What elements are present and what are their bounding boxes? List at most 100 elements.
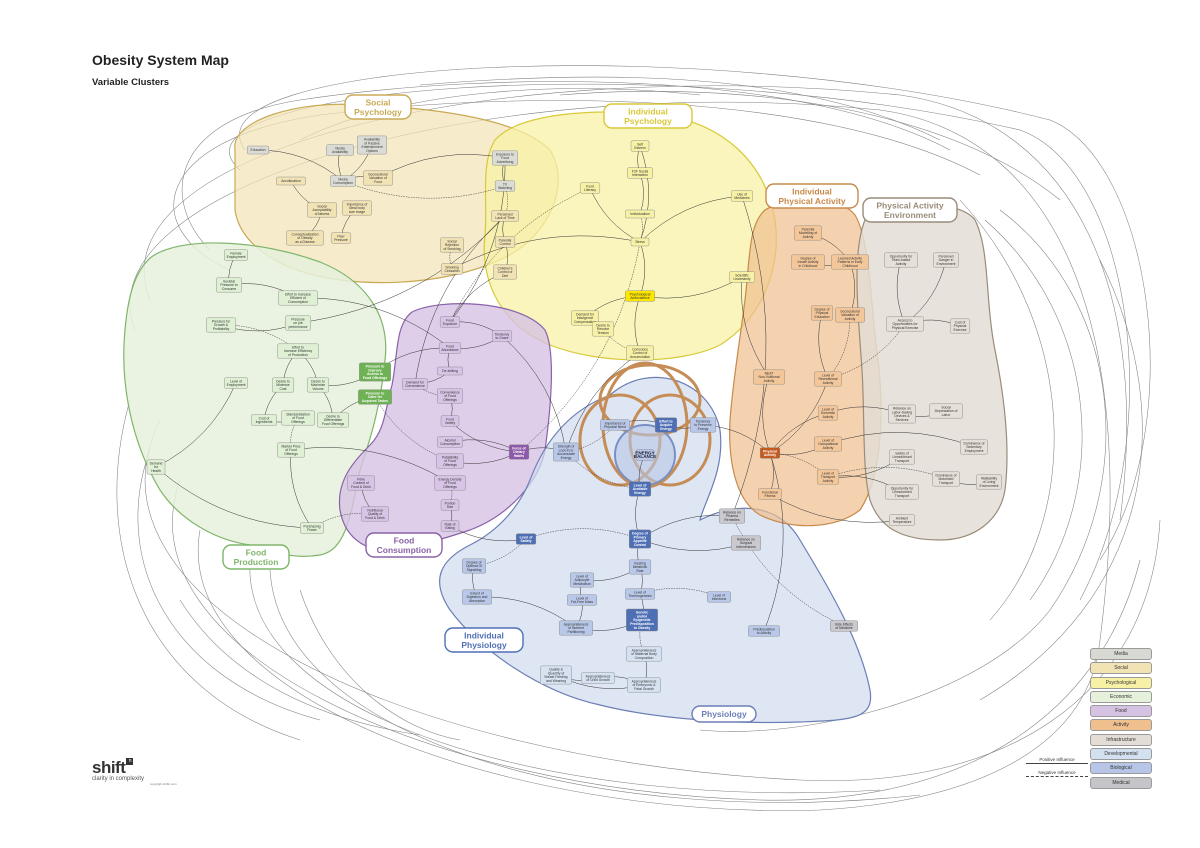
node-label-line: Level of bbox=[822, 438, 834, 442]
node-label-line: Pressure bbox=[291, 317, 305, 321]
node-label-line: Improve bbox=[368, 368, 381, 372]
node-box bbox=[307, 202, 337, 218]
node-label-line: Food Offerings bbox=[363, 376, 387, 380]
node-label-line: Efficient of bbox=[290, 296, 306, 300]
node-label-line: Offerings bbox=[443, 398, 457, 402]
node-label-line: Activity bbox=[823, 446, 834, 450]
node-label-line: Demand for bbox=[406, 380, 425, 384]
influence-link bbox=[565, 352, 641, 453]
node-label-line: Effort to bbox=[292, 345, 304, 349]
influence-link bbox=[449, 157, 506, 323]
node-label-line: as a Disease bbox=[295, 240, 315, 244]
node-box bbox=[495, 180, 516, 192]
cluster-region-food-production bbox=[123, 242, 387, 557]
node-label-line: Perceived bbox=[938, 254, 953, 258]
legend-item-social: Social bbox=[1090, 662, 1152, 675]
node-label-line: Accumulation bbox=[630, 355, 650, 359]
cluster-label-line: Production bbox=[234, 557, 279, 567]
node-box bbox=[206, 317, 236, 333]
node-label-line: Predisposition bbox=[753, 627, 774, 631]
node-box bbox=[950, 318, 971, 334]
node-box bbox=[330, 175, 356, 187]
node-label-line: Metabolism bbox=[573, 582, 591, 586]
node-label-line: of Obesity bbox=[297, 236, 313, 240]
node-label-line: Convenience bbox=[405, 384, 425, 388]
node-label-line: Fetal Growth bbox=[634, 687, 654, 691]
legend-item-activity: Activity bbox=[1090, 719, 1152, 732]
node-label-line: Level of bbox=[822, 471, 834, 475]
node-label-line: Activity bbox=[823, 479, 834, 483]
node-label-line: Activity bbox=[845, 317, 856, 321]
node-label-line: Activity bbox=[803, 235, 814, 239]
node-label-line: Sociocultural bbox=[840, 309, 860, 313]
node-label-line: Social bbox=[941, 405, 950, 409]
node-label-line: Importance of bbox=[347, 202, 368, 206]
node-label-line: Pressure for bbox=[212, 319, 231, 323]
node-label-line: Employment bbox=[227, 383, 246, 387]
node-label-line: Activity bbox=[823, 415, 834, 419]
node-label-line: Children's bbox=[498, 266, 513, 270]
node-label-line: Recreational bbox=[818, 377, 837, 381]
node-label-line: Transport bbox=[939, 481, 953, 485]
node-label-line: Desire to bbox=[276, 379, 290, 383]
node-label-line: Thermogenesis bbox=[628, 594, 652, 598]
node-label-line: Effort to bbox=[659, 419, 672, 423]
node-education: Education bbox=[247, 145, 269, 155]
node-label-line: Rejection bbox=[445, 243, 459, 247]
influence-link bbox=[290, 449, 313, 529]
influence-link bbox=[565, 424, 616, 453]
node-label-line: of Food bbox=[292, 416, 304, 420]
node-label-line: Fat-Free Mass bbox=[571, 600, 593, 604]
node-box bbox=[509, 444, 530, 460]
cluster-region-pa-environment bbox=[856, 202, 1008, 541]
node-box bbox=[814, 371, 842, 387]
node-box bbox=[581, 672, 615, 684]
node-label-line: Quantity of bbox=[548, 671, 564, 675]
node-label-line: Lack of Time bbox=[495, 216, 514, 220]
node-label-line: Exposure bbox=[443, 322, 457, 326]
node-label-line: Availability bbox=[364, 138, 380, 142]
node-label-line: Parental bbox=[499, 238, 512, 242]
influence-link bbox=[639, 195, 743, 243]
node-label-line: Societal bbox=[223, 279, 235, 283]
node-box bbox=[570, 572, 594, 588]
node-label-line: Habits bbox=[514, 454, 524, 458]
node-box bbox=[437, 388, 463, 404]
node-label-line: Activity bbox=[896, 262, 907, 266]
positive-influence-key: Positive Influence bbox=[1026, 757, 1088, 764]
node-label-line: Level of bbox=[822, 407, 834, 411]
node-box bbox=[440, 237, 464, 253]
node-box bbox=[359, 362, 391, 382]
node-label-line: Social bbox=[317, 204, 326, 208]
